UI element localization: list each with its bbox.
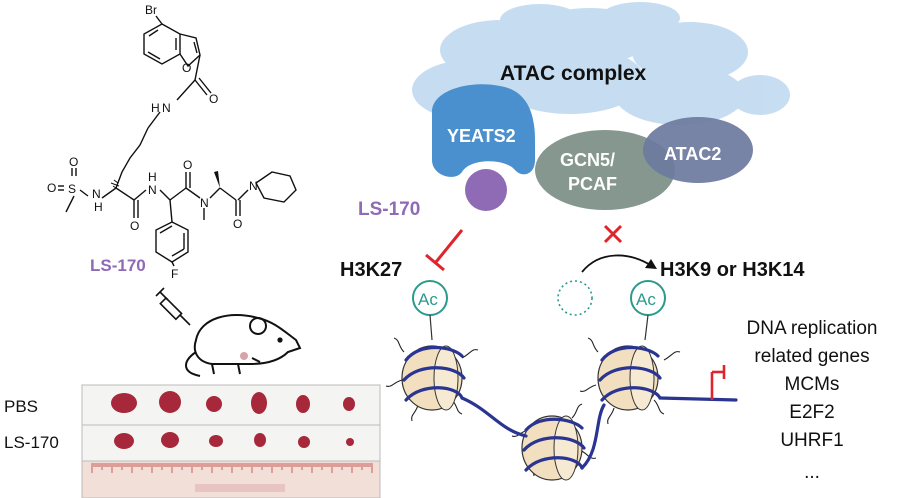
tumor bbox=[343, 397, 355, 411]
inhibitor-circle bbox=[465, 169, 507, 211]
inhibition-line bbox=[425, 229, 464, 272]
atom-h-lys: H bbox=[148, 170, 157, 184]
atom-br: Br bbox=[145, 3, 157, 17]
atom-o-ala: O bbox=[233, 217, 242, 231]
ruler-label bbox=[195, 484, 285, 492]
mouse-icon bbox=[185, 314, 302, 377]
hashed-bond bbox=[110, 179, 120, 191]
atom-n-methyl: N bbox=[200, 196, 209, 210]
atom-h-amide1: H bbox=[151, 101, 160, 115]
histone-tails bbox=[385, 337, 681, 477]
acetylation-arrow bbox=[581, 254, 653, 273]
atom-o-phe: O bbox=[183, 158, 192, 172]
arrow-head-icon bbox=[645, 259, 657, 269]
tumor-photo bbox=[81, 384, 381, 498]
yeats2-subunit bbox=[432, 84, 535, 177]
tumor bbox=[161, 432, 179, 448]
gcn5-pcaf-subunit bbox=[535, 130, 675, 210]
wedge-bond bbox=[214, 171, 220, 188]
gene-item: ... bbox=[804, 462, 820, 483]
tumors-ls170 bbox=[114, 432, 354, 449]
atac2-label: ATAC2 bbox=[664, 144, 721, 164]
row-label-ls170: LS-170 bbox=[4, 433, 59, 452]
complex-title: ATAC complex bbox=[500, 62, 647, 85]
atac2-subunit bbox=[643, 117, 753, 183]
atom-o-furan: O bbox=[182, 61, 191, 75]
atom-n-amide1: N bbox=[162, 101, 171, 115]
h3k9-label: H3K9 or H3K14 bbox=[660, 259, 805, 281]
ruler bbox=[81, 460, 381, 498]
tumor bbox=[296, 395, 310, 413]
nucleosome-left bbox=[401, 345, 463, 411]
inhibitor-label: LS-170 bbox=[358, 199, 420, 220]
atom-o-amide1: O bbox=[209, 92, 218, 106]
h3k27-label: H3K27 bbox=[340, 259, 402, 281]
tumor bbox=[159, 391, 181, 413]
atom-n-sulfonamide: N bbox=[92, 187, 101, 201]
tumor bbox=[114, 433, 134, 449]
atom-o-sulfonyl-left: O bbox=[47, 181, 56, 195]
dna-strand bbox=[402, 346, 738, 472]
tumor bbox=[209, 435, 223, 447]
atom-n-lys: N bbox=[148, 183, 157, 197]
atom-o-lys: O bbox=[130, 219, 139, 233]
atom-h-sulfonamide: H bbox=[94, 200, 103, 214]
histone-tail bbox=[644, 314, 649, 341]
atom-f: F bbox=[171, 267, 178, 281]
syringe-icon bbox=[155, 287, 191, 326]
nucleosome-middle bbox=[521, 415, 583, 481]
tumor bbox=[254, 433, 266, 447]
row-label-pbs: PBS bbox=[4, 397, 38, 416]
atom-labels: Br O O N H O S O N H O N H O N O N F bbox=[47, 3, 258, 281]
tumor bbox=[298, 436, 310, 448]
gcn5-label: GCN5/ bbox=[560, 150, 615, 170]
gene-list: DNA replication related genes MCMs E2F2 … bbox=[747, 318, 878, 483]
atom-s: S bbox=[68, 182, 76, 196]
promoter-arrow bbox=[710, 365, 726, 400]
tumors-pbs bbox=[111, 391, 355, 414]
compound-name: LS-170 bbox=[90, 256, 146, 275]
ac-label-right: Ac bbox=[636, 290, 656, 309]
ac-label-left: Ac bbox=[418, 290, 438, 309]
atom-o-sulfonyl-top: O bbox=[69, 155, 78, 169]
tumor bbox=[206, 396, 222, 412]
tumor-dot bbox=[240, 352, 248, 360]
gene-item: related genes bbox=[754, 346, 869, 367]
gene-item: UHRF1 bbox=[780, 430, 843, 451]
histone-tail bbox=[429, 314, 433, 341]
tumor bbox=[251, 392, 267, 414]
blocked-cross-icon bbox=[603, 224, 623, 244]
pcaf-label: PCAF bbox=[568, 174, 617, 194]
yeats2-label: YEATS2 bbox=[447, 126, 516, 146]
gene-item: DNA replication bbox=[747, 318, 878, 339]
tumor bbox=[111, 393, 137, 413]
gene-item: E2F2 bbox=[789, 402, 834, 423]
atom-n-piperidine: N bbox=[249, 179, 258, 193]
chemical-structure bbox=[58, 15, 297, 267]
tumor bbox=[346, 438, 354, 446]
atac-complex-cloud bbox=[412, 2, 790, 125]
ac-mark-absent bbox=[557, 280, 593, 316]
gene-item: MCMs bbox=[785, 374, 840, 395]
ruler-ticks bbox=[91, 463, 373, 473]
